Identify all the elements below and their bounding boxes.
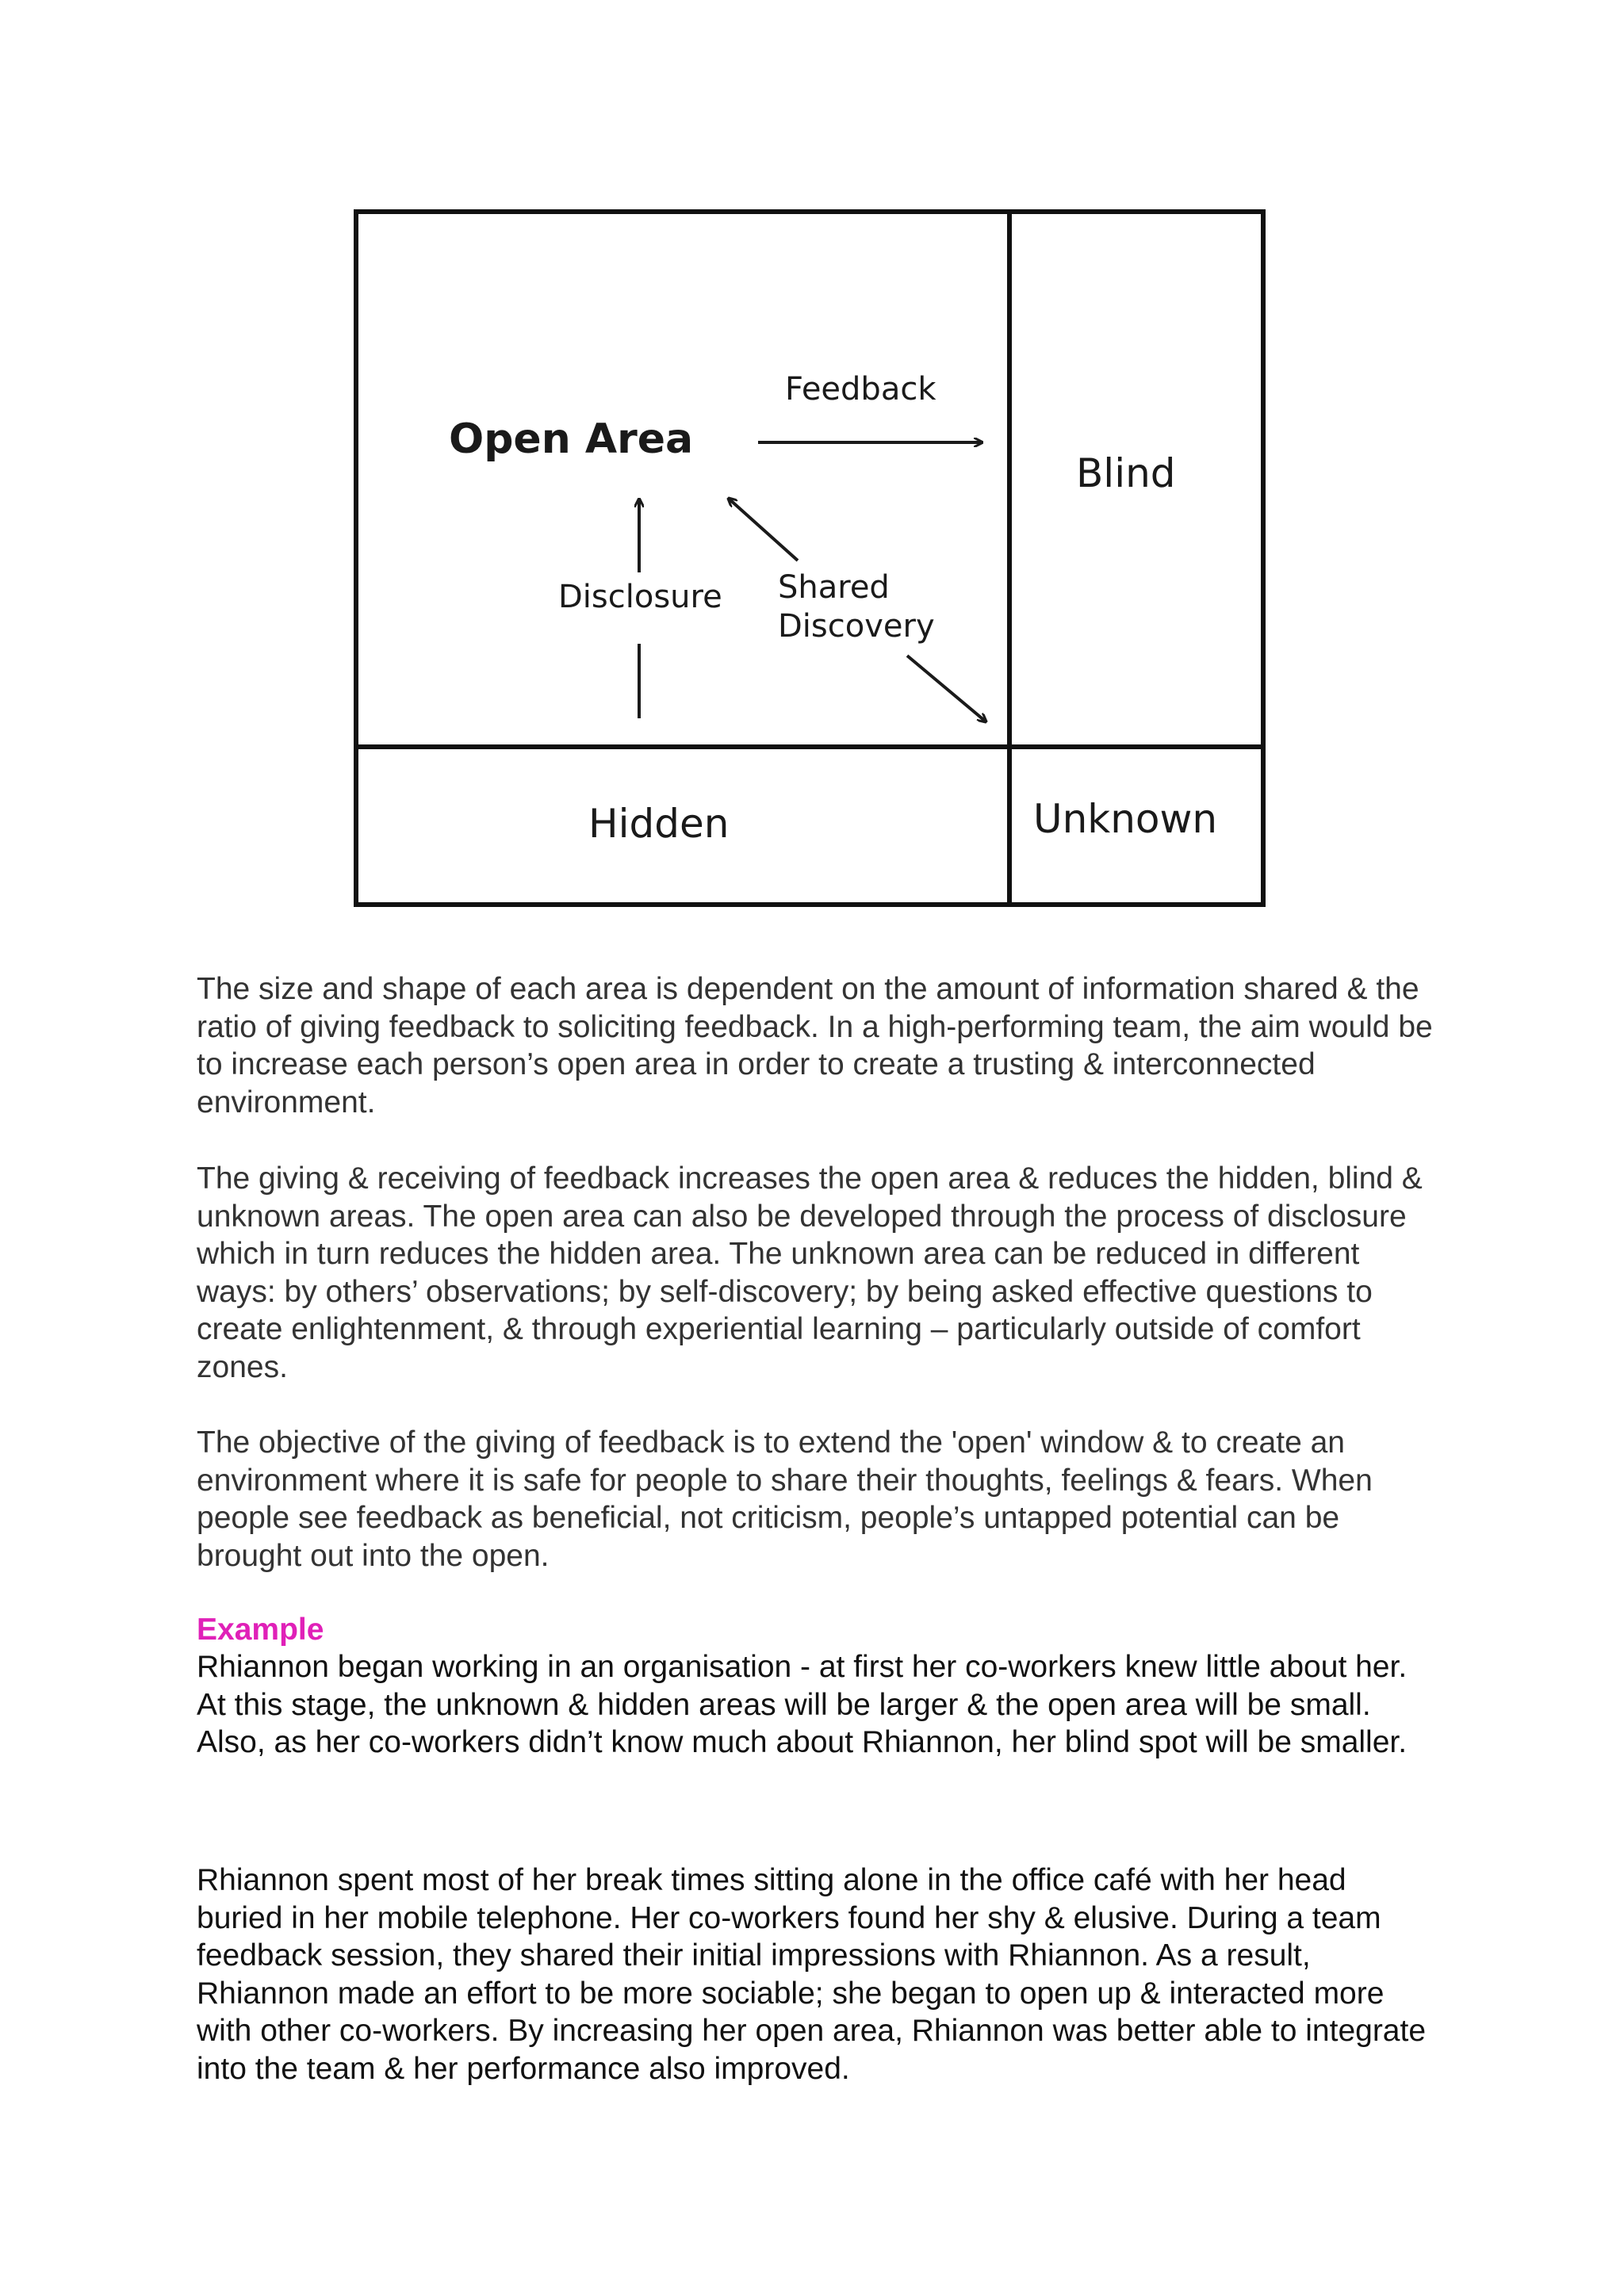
paragraph-area-size: The size and shape of each area is depen… — [197, 972, 1433, 1119]
paragraph-feedback-effects: The giving & receiving of feedback incre… — [197, 1161, 1423, 1384]
shared-discovery-arrow-down — [906, 654, 986, 721]
disclosure-label: Disclosure — [558, 579, 722, 615]
open-area-label: Open Area — [449, 415, 693, 463]
feedback-label: Feedback — [785, 371, 936, 408]
blind-label: Blind — [1076, 450, 1176, 496]
shared-discovery-arrow-up — [729, 499, 799, 562]
example-heading: Example — [197, 1613, 324, 1647]
johari-window-diagram: Open Area Feedback Blind Disclosure Shar… — [354, 209, 1266, 907]
unknown-label: Unknown — [1033, 796, 1217, 842]
discovery-label: Discovery — [778, 608, 935, 645]
window-frame — [354, 209, 1266, 907]
shared-label: Shared — [778, 569, 890, 606]
example-paragraph-intro: Rhiannon began working in an organisatio… — [197, 1650, 1408, 1759]
example-paragraph-outcome: Rhiannon spent most of her break times s… — [197, 1863, 1427, 2086]
paragraph-feedback-objective: The objective of the giving of feedback … — [197, 1425, 1373, 1573]
hidden-label: Hidden — [588, 801, 729, 847]
